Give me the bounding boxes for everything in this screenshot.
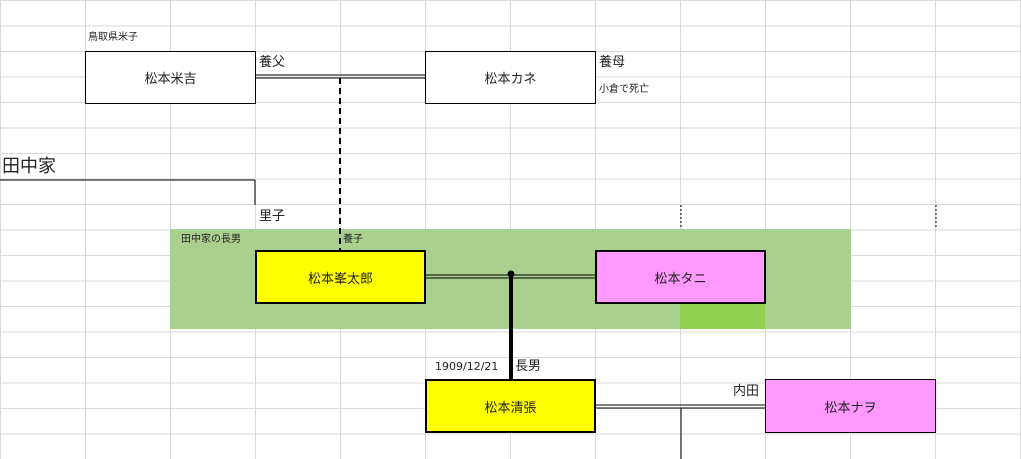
label-uchida: 内田 — [733, 384, 760, 399]
person-box-yonekichi[interactable]: 松本米吉 — [85, 51, 256, 104]
label-adoptive-mother: 養母 — [599, 55, 626, 70]
person-box-kane[interactable]: 松本カネ — [425, 51, 596, 104]
green-highlight-cell — [680, 304, 765, 329]
person-box-tani[interactable]: 松本タニ — [595, 250, 766, 304]
person-box-nao[interactable]: 松本ナヲ — [765, 379, 936, 433]
label-tanaka-eldest: 田中家の長男 — [181, 234, 241, 245]
label-eldest-son: 長男 — [515, 359, 542, 374]
label-birth-date: 1909/12/21 — [435, 360, 499, 373]
label-tottori: 鳥取県米子 — [88, 32, 138, 43]
label-tanaka-family: 田中家 — [2, 156, 56, 177]
label-adopted-son: 養子 — [343, 234, 363, 245]
person-box-minetaro[interactable]: 松本峯太郎 — [255, 250, 426, 304]
label-adoptive-father: 養父 — [259, 55, 286, 70]
label-satogo: 里子 — [259, 209, 286, 224]
person-box-seicho[interactable]: 松本清張 — [425, 379, 596, 433]
label-kokura: 小倉で死亡 — [599, 84, 649, 95]
